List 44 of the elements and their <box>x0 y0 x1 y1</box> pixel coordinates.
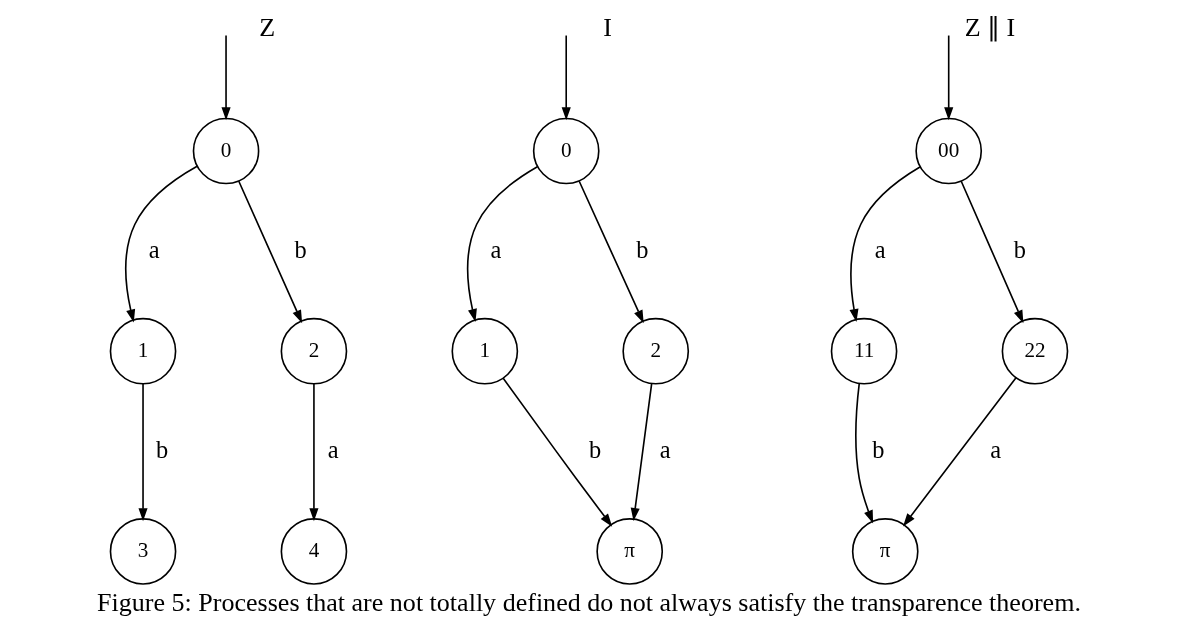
edge-label: Z ∥ I <box>964 12 1016 42</box>
arrow <box>903 376 1017 527</box>
node-circle: 4 <box>280 518 348 585</box>
arrow <box>138 383 148 522</box>
node-circle: 22 <box>1001 317 1069 385</box>
edge-label: Z <box>259 12 276 42</box>
arrow <box>125 165 198 323</box>
node-circle: 11 <box>830 317 898 385</box>
arrow <box>630 382 653 521</box>
edge-label: b <box>872 435 885 463</box>
arrow <box>960 180 1024 324</box>
node-circle: 3 <box>109 518 177 585</box>
arrow <box>944 34 954 121</box>
node-circle: 00 <box>915 117 983 185</box>
edge-label: b <box>636 235 649 263</box>
edge-label: a <box>490 235 502 263</box>
arrow <box>502 377 613 527</box>
edge-label: b <box>589 435 602 463</box>
node-circle: π <box>596 518 664 585</box>
edge-label: a <box>874 235 886 263</box>
arrow <box>849 166 921 323</box>
node-circle: 1 <box>451 317 519 385</box>
node-circle: 0 <box>532 117 600 185</box>
edge-label: a <box>327 435 339 463</box>
edge-label: b <box>294 235 307 263</box>
node-circle: 2 <box>280 317 348 385</box>
arrow <box>238 180 303 324</box>
node-circle: 1 <box>109 317 177 385</box>
edge-label: b <box>1013 235 1027 263</box>
edge-label: a <box>990 435 1002 463</box>
arrow <box>466 165 539 323</box>
arrow <box>578 180 644 324</box>
node-circle: π <box>851 518 919 585</box>
edge-label: I <box>603 12 612 42</box>
arrow <box>855 382 874 524</box>
arrow <box>309 383 319 522</box>
arrow <box>221 34 231 121</box>
edge-label: b <box>156 435 169 463</box>
edge-label: a <box>148 235 160 263</box>
caption: Figure 5: Processes that are not totally defined do not always satisfy the transparence theorem. <box>97 588 1081 618</box>
edge-label: a <box>659 435 671 463</box>
arrow <box>561 34 571 121</box>
node-circle: 2 <box>622 317 690 385</box>
node-circle: 0 <box>192 117 260 185</box>
